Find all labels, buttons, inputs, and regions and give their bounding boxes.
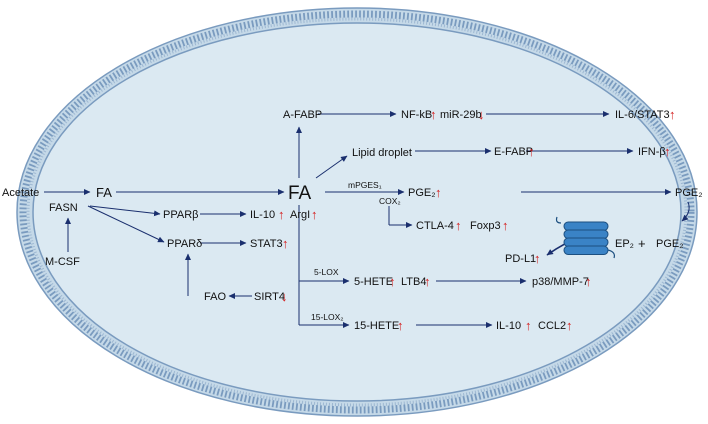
- up-arrow-ifnb: ↑: [664, 144, 671, 159]
- cell-membrane-beads: [19, 10, 695, 414]
- label-afabp: A-FABP: [283, 109, 322, 121]
- up-arrow-15hete: ↑: [397, 318, 404, 333]
- up-arrow-il6stat3: ↑: [669, 107, 676, 122]
- up-arrow-5hete: ↑: [389, 274, 396, 289]
- up-arrow-pge2: ↑: [435, 185, 442, 200]
- label-foxp3: Foxp3: [470, 220, 501, 232]
- label-il6stat3: IL-6/STAT3: [615, 109, 670, 121]
- label-sirt4: SIRT4: [254, 291, 285, 303]
- label-mir29b: miR-29b: [440, 109, 482, 121]
- ep2-receptor-icon: [555, 216, 615, 259]
- label-argl: ArgI: [290, 209, 310, 221]
- arrow-fasn-ppard: [87, 205, 165, 243]
- label-ccl2: CCL2: [538, 320, 566, 332]
- label-fasn: FASN: [49, 202, 78, 214]
- up-arrow-p38mmp7: ↑: [585, 274, 592, 289]
- up-arrow-ctla4: ↑: [455, 218, 462, 233]
- label-pge2-outer: PGE₂: [675, 187, 703, 199]
- label-nfkb: NF-kB: [401, 109, 432, 121]
- label-fa-outer: FA: [96, 185, 112, 200]
- label-p38mmp7: p38/MMP-7: [532, 276, 589, 288]
- label-pge2-inner: PGE₂: [408, 187, 436, 199]
- label-15hete: 15-HETE: [354, 320, 399, 332]
- label-efabp: E-FABP: [494, 146, 533, 158]
- label-ppard: PPARδ: [167, 238, 202, 250]
- up-arrow-nfkb: ↑: [430, 107, 437, 122]
- label-ep2: EP₂: [615, 238, 634, 250]
- down-arrow-sirt4: ↓: [281, 289, 288, 304]
- label-mcsf: M-CSF: [45, 256, 80, 268]
- label-ctla4: CTLA-4: [416, 220, 454, 232]
- up-arrow-argl: ↑: [311, 207, 318, 222]
- pathway-arrows: [44, 111, 690, 328]
- label-fa-center: FA: [288, 183, 312, 204]
- label-ifnb: IFN-β: [638, 146, 666, 158]
- label-pparb: PPARβ: [163, 209, 198, 221]
- arrow-fa-lipid: [315, 155, 348, 179]
- label-lipid-droplet: Lipid droplet: [352, 147, 412, 159]
- label-plus: +: [638, 236, 646, 251]
- up-arrow-ccl2: ↑: [566, 318, 573, 333]
- label-cox2: COX₂: [379, 196, 401, 206]
- label-pdl1: PD-L1: [505, 253, 536, 265]
- up-arrow-efabp: ↑: [528, 144, 535, 159]
- label-fao: FAO: [204, 291, 226, 303]
- label-5hete: 5-HETE: [354, 276, 393, 288]
- label-acetate: Acetate: [2, 187, 39, 199]
- down-arrow-mir29b: ↓: [478, 107, 485, 122]
- label-pge2-bound: PGE₂: [656, 238, 684, 250]
- up-arrow-pdl1: ↑: [534, 251, 541, 266]
- cell-membrane-tails: [26, 17, 688, 407]
- arrow-pge2-down: [681, 201, 690, 222]
- label-stat3: STAT3: [250, 238, 283, 250]
- label-il10-b: IL-10: [496, 320, 521, 332]
- label-15lox: 15-LOX₂: [311, 312, 344, 322]
- up-arrow-stat3: ↑: [282, 236, 289, 251]
- up-arrow-il10-b: ↑: [525, 318, 532, 333]
- label-il10-a: IL-10: [250, 209, 275, 221]
- up-arrow-ltb4: ↑: [424, 274, 431, 289]
- arrow-fasn-pparb: [89, 205, 161, 217]
- up-arrow-foxp3: ↑: [502, 218, 509, 233]
- label-mpges: mPGES₁: [348, 180, 382, 190]
- cell-membrane-inner: [32, 22, 682, 402]
- label-5lox: 5-LOX: [314, 267, 339, 277]
- up-arrow-il10-a: ↑: [278, 207, 285, 222]
- label-ltb4: LTB4: [401, 276, 426, 288]
